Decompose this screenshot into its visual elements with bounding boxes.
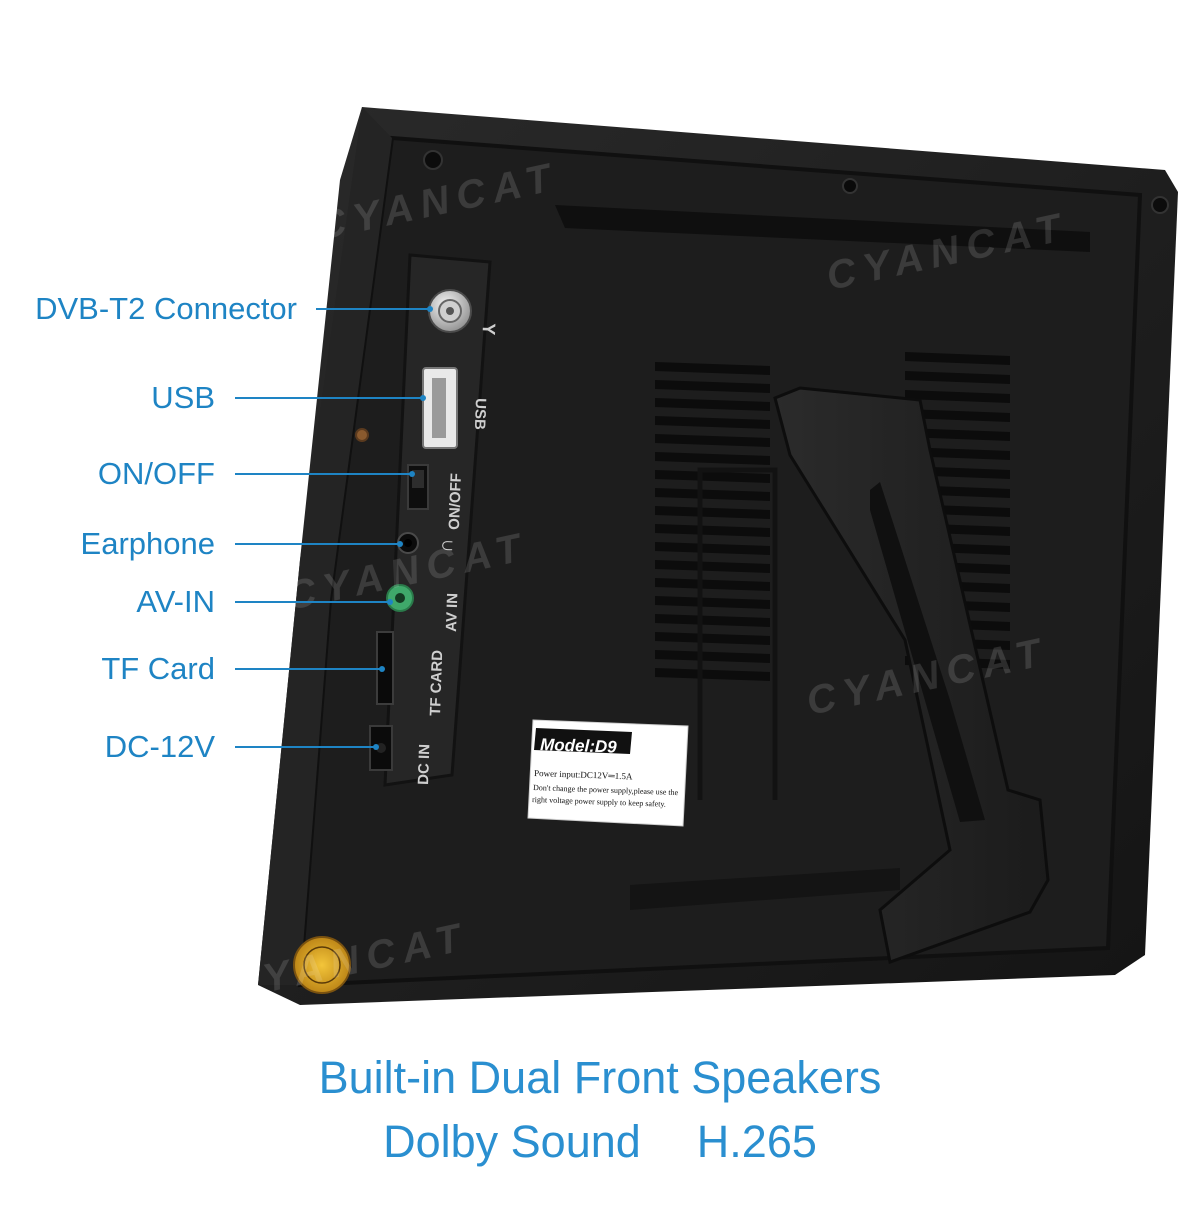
warranty-seal-sticker [293, 936, 351, 994]
callout-label-dvb-t2-connector: DVB-T2 Connector [35, 291, 297, 326]
vent-slat [655, 488, 770, 501]
tv-inner-panel [297, 135, 1143, 988]
vent-slat [905, 371, 1010, 384]
callout-label-av-in: AV-IN [136, 584, 215, 619]
headphone-symbol: ∩ [435, 538, 457, 553]
on-off-marking: ON/OFF [446, 473, 465, 530]
power-input-text: Power input:DC12V═1.5A [534, 768, 633, 781]
vent-grill-left [655, 362, 770, 681]
recess-outline [697, 467, 778, 800]
usb-port [422, 367, 458, 449]
tv-side-bevel [258, 107, 392, 985]
vent-slat [655, 542, 770, 555]
vent-slat [905, 428, 1010, 441]
av-in-marking: AV IN [443, 593, 461, 632]
vent-slat [905, 390, 1010, 403]
vent-slat [655, 506, 770, 519]
corner-screw-top-right [1151, 196, 1169, 214]
stand-slot [870, 482, 985, 822]
callout-lines [235, 308, 430, 748]
callout-label-usb: USB [151, 380, 215, 415]
usb-marking: USB [471, 398, 489, 430]
top-mount-hole [842, 178, 858, 194]
caption-dolby: Dolby Sound [383, 1116, 641, 1167]
dvb-t2-connector-port [428, 289, 472, 333]
caption-features: Dolby Sound H.265 [0, 1116, 1200, 1168]
tf-card-marking: TF CARD [427, 650, 446, 717]
vent-slat [655, 668, 770, 681]
callout-label-dc-12v: DC-12V [104, 729, 215, 764]
bottom-foot [630, 868, 900, 910]
callout-dots [373, 306, 433, 750]
callout-label-tf-card: TF Card [101, 651, 215, 686]
vent-slat [655, 614, 770, 627]
vent-slat [655, 470, 770, 483]
av-in-jack [386, 584, 414, 612]
callout-label-earphone: Earphone [80, 526, 215, 561]
vent-slat [655, 380, 770, 393]
vent-slat [655, 416, 770, 429]
vent-slat [905, 409, 1010, 422]
vent-slat [655, 362, 770, 375]
caption-codec: H.265 [696, 1116, 817, 1167]
model-label-sticker: Model:D9 Power input:DC12V═1.5A Don't ch… [527, 719, 689, 827]
vent-slat [655, 650, 770, 663]
vent-slat [655, 632, 770, 645]
vent-slat [655, 596, 770, 609]
vent-slat [655, 434, 770, 447]
antenna-symbol: Y [479, 323, 499, 336]
callout-label-on-off: ON/OFF [97, 456, 215, 491]
model-text: Model:D9 [540, 735, 618, 757]
vent-slat [655, 578, 770, 591]
bronze-screw [355, 428, 369, 442]
top-ridge [555, 205, 1090, 252]
vent-slat [655, 452, 770, 465]
dc-in-marking: DC IN [415, 744, 433, 785]
vent-slat [905, 352, 1010, 365]
vent-slat [655, 398, 770, 411]
vent-slat [655, 560, 770, 573]
corner-screw-top-left [423, 150, 443, 170]
vent-slat [655, 524, 770, 537]
caption-speakers: Built-in Dual Front Speakers [318, 1052, 882, 1103]
